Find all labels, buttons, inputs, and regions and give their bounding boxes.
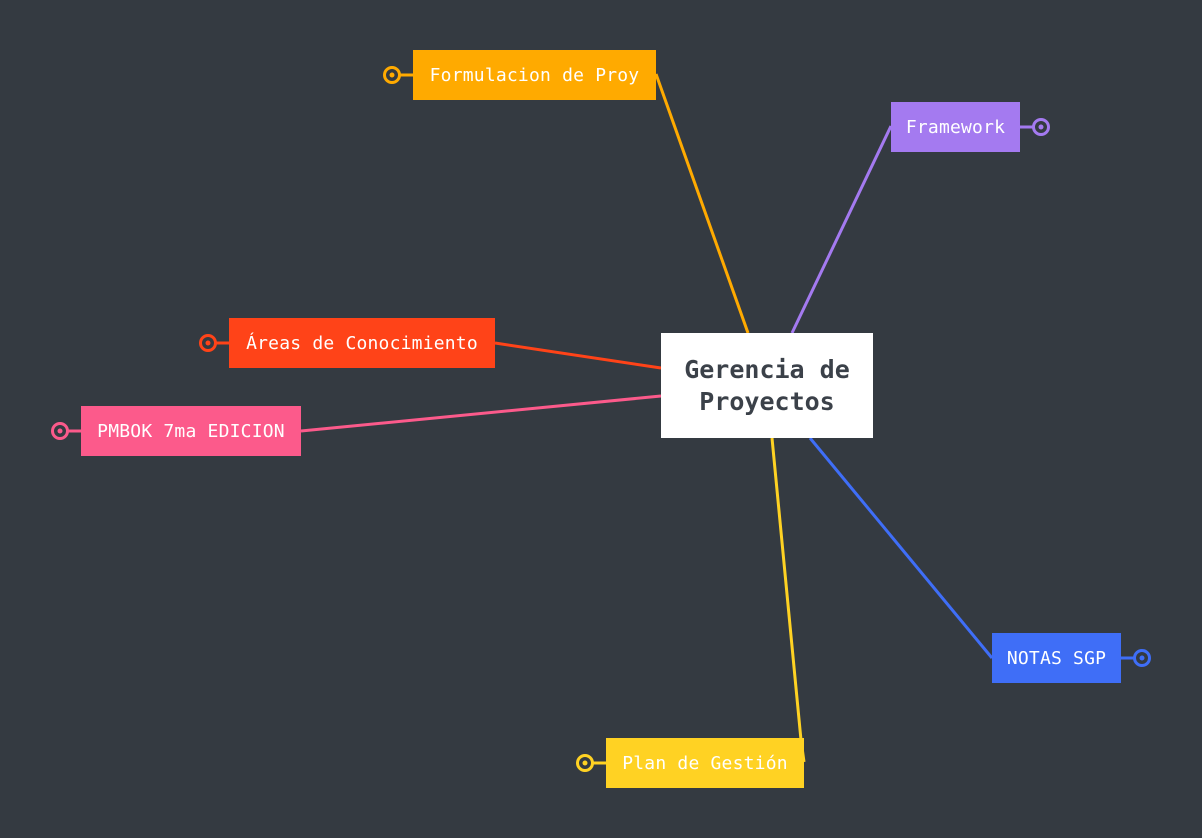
connector-plan bbox=[770, 437, 806, 763]
topic-node-plan-gestion[interactable]: Plan de Gestión bbox=[606, 738, 804, 788]
central-topic-line1: Gerencia de bbox=[684, 354, 850, 384]
topic-label: Formulacion de Proy bbox=[429, 64, 640, 86]
collapse-handle-areas[interactable] bbox=[199, 334, 230, 352]
collapse-handle-plan[interactable] bbox=[576, 754, 607, 772]
central-topic-line2: Proyectos bbox=[699, 386, 835, 416]
connector-formulacion bbox=[654, 73, 750, 334]
collapse-handle-framework[interactable] bbox=[1020, 118, 1050, 136]
collapse-handle-pmbok[interactable] bbox=[51, 422, 82, 440]
central-topic-node[interactable]: Gerencia de Proyectos bbox=[661, 333, 873, 438]
topic-node-notas-sgp[interactable]: NOTAS SGP bbox=[992, 633, 1121, 683]
topic-label: PMBOK 7ma EDICION bbox=[97, 420, 285, 442]
connector-areas bbox=[494, 341, 662, 370]
topic-node-areas-conocimiento[interactable]: Áreas de Conocimiento bbox=[229, 318, 495, 368]
connector-notas bbox=[808, 437, 994, 659]
topic-node-pmbok[interactable]: PMBOK 7ma EDICION bbox=[81, 406, 301, 456]
topic-node-formulacion[interactable]: Formulacion de Proy bbox=[413, 50, 656, 100]
topic-label: Plan de Gestión bbox=[622, 752, 788, 774]
collapse-handle-notas[interactable] bbox=[1121, 649, 1151, 667]
topic-label: Áreas de Conocimiento bbox=[246, 332, 478, 354]
topic-node-framework[interactable]: Framework bbox=[891, 102, 1020, 152]
connector-framework bbox=[790, 125, 893, 334]
topic-label: NOTAS SGP bbox=[1006, 647, 1107, 669]
connector-pmbok bbox=[300, 394, 662, 433]
collapse-handle-formulacion[interactable] bbox=[383, 66, 414, 84]
topic-label: Framework bbox=[905, 116, 1006, 138]
